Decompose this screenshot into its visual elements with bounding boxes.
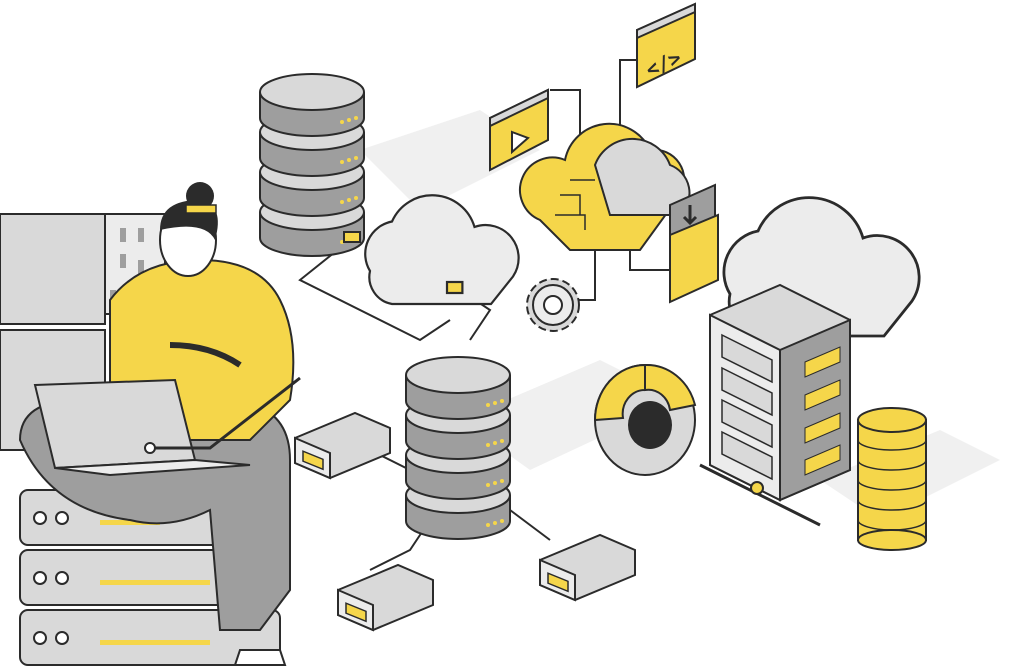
gear-icon [526,278,580,332]
database-icon [405,356,511,540]
network-switch-icon [294,412,391,479]
network-switch-icon [337,564,434,631]
network-switch-icon [539,534,636,601]
code-window-icon: </> [636,2,696,89]
server-rack-icon [699,283,851,527]
donut-chart-icon [593,363,697,476]
play-window-icon [489,88,549,172]
cloud-icon [364,194,520,306]
download-folder-icon [669,183,719,304]
coin-stack-icon [857,407,927,551]
database-icon [259,73,365,257]
circuit-cloud-icon [519,122,691,251]
laptop-icon [33,376,301,477]
